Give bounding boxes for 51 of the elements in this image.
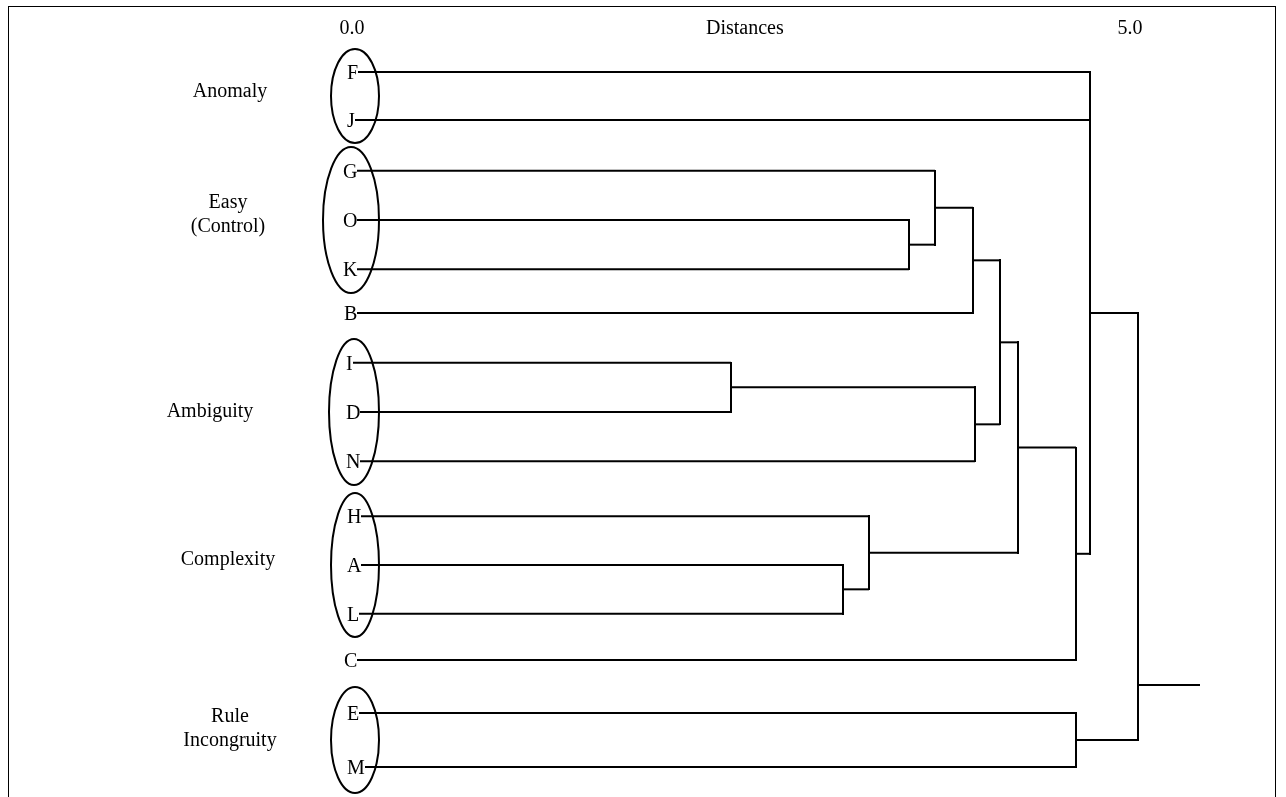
dendrogram-branch [356, 169, 936, 172]
group-label: Rule Incongruity [182, 703, 278, 751]
leaf-label: N [346, 450, 361, 473]
dendrogram-branch [358, 612, 844, 615]
leaf-label: G [343, 159, 358, 182]
dendrogram-branch [356, 312, 974, 314]
leaf-label: D [346, 401, 361, 423]
dendrogram-branch [360, 564, 844, 566]
dendrogram-branch [842, 588, 870, 591]
leaf-label: J [347, 109, 355, 131]
leaf-label: L [347, 602, 360, 625]
leaf-label: K [343, 258, 358, 281]
leaf-label: H [347, 505, 362, 528]
leaf-label: A [347, 554, 362, 576]
dendrogram-branch [868, 551, 1019, 554]
leaf-label: B [344, 302, 358, 324]
dendrogram-branch [360, 515, 870, 518]
dendrogram-branch [1089, 311, 1139, 314]
dendrogram-branch [972, 259, 1001, 262]
group-label: Ambiguity [165, 398, 255, 422]
dendrogram-branch [356, 268, 910, 271]
dendrogram-branch [974, 423, 1001, 426]
leaf-label: I [346, 351, 353, 374]
leaf-label: M [347, 756, 365, 778]
dendrogram-branch [356, 659, 1077, 661]
dendrogram-branch [999, 341, 1019, 344]
dendrogram-branch [354, 119, 1091, 121]
axis-label: Distances [706, 16, 784, 38]
dendrogram-branch [359, 460, 976, 463]
dendrogram-branch [1075, 552, 1091, 555]
dendrogram-branch [359, 411, 732, 413]
leaf-label: O [343, 209, 358, 231]
axis-label: 0.0 [339, 16, 365, 38]
axis-label: 5.0 [1117, 16, 1143, 38]
dendrogram-branch [908, 243, 936, 246]
dendrogram-branch [1075, 739, 1139, 741]
dendrogram-branch [364, 766, 1077, 768]
dendrogram-branch [357, 71, 1091, 73]
dendrogram-branch [358, 712, 1077, 714]
group-label: Easy (Control) [189, 189, 267, 237]
leaf-label: F [347, 61, 359, 83]
group-label: Anomaly [191, 78, 269, 102]
dendrogram-branch [730, 386, 976, 389]
dendrogram-branch [934, 206, 974, 209]
dendrogram-branch [352, 361, 732, 364]
dendrogram-branch [1017, 446, 1077, 449]
dendrogram-branch [356, 219, 910, 221]
group-label: Complexity [179, 546, 277, 570]
dendrogram-branch [1137, 684, 1201, 686]
leaf-label: C [344, 649, 358, 671]
leaf-label: E [347, 702, 360, 724]
